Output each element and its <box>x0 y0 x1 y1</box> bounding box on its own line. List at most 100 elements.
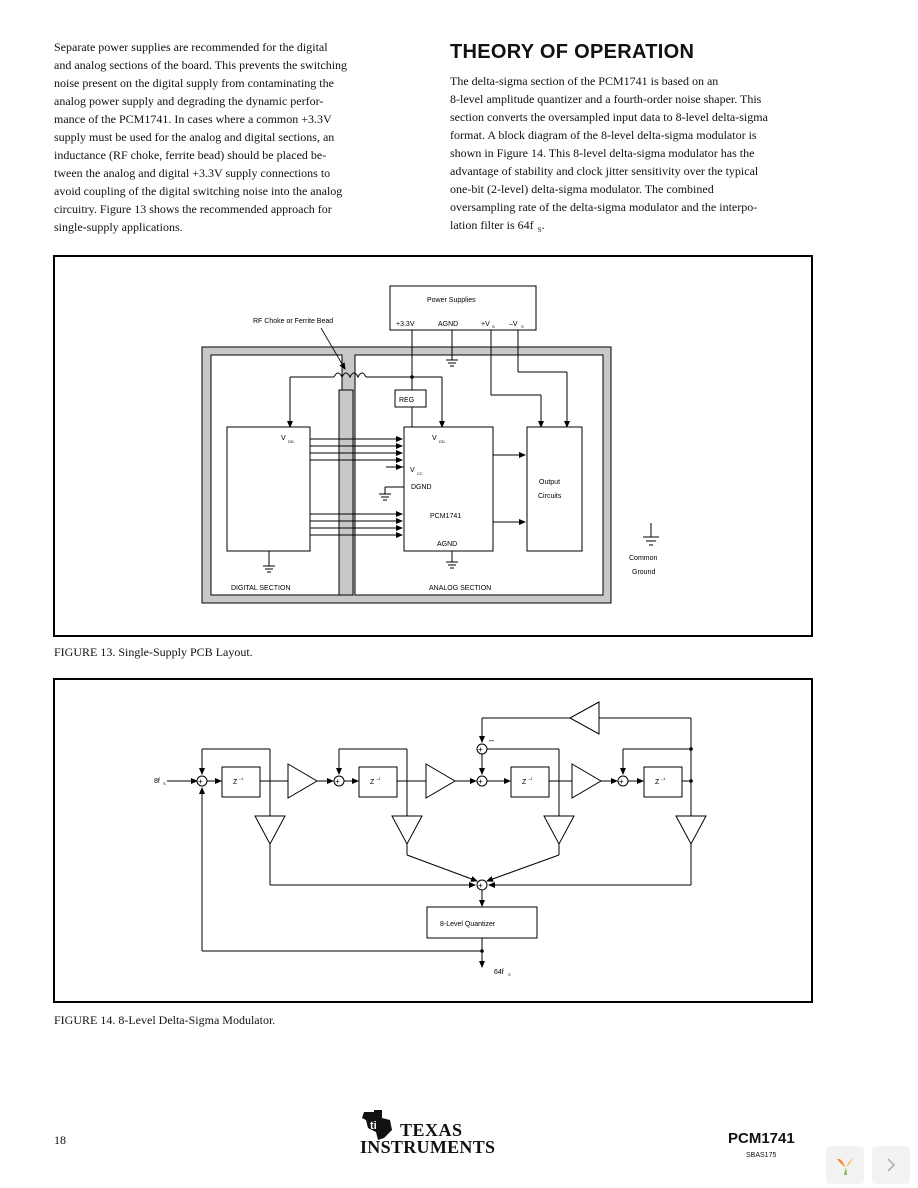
paragraph-line: section converts the oversampled input d… <box>450 110 768 124</box>
paragraph-line: noise present on the digital supply from… <box>54 76 334 90</box>
common-ground-2: Ground <box>632 569 655 576</box>
paragraph-line: analog power supply and degrading the dy… <box>54 94 324 108</box>
paragraph-line: circuitry. Figure 13 shows the recommend… <box>54 202 332 216</box>
pin-v-neg-sub: S <box>521 324 524 329</box>
digital-block <box>226 426 311 552</box>
figure-14-diagram: 8f S + Z–1 + Z–1 + Z–1 + – + Z–1 <box>154 701 707 977</box>
digital-vdd-sub: DD <box>288 439 294 444</box>
figure-14-frame: 8f S + Z–1 + Z–1 + Z–1 + – + Z–1 <box>53 678 813 1003</box>
output-gain-triangle <box>543 815 575 846</box>
pin-agnd: AGND <box>438 321 458 328</box>
svg-text:–1: –1 <box>528 776 533 781</box>
paragraph-line: avoid coupling of the digital switching … <box>54 184 343 198</box>
svg-text:+: + <box>619 777 624 786</box>
input-label: 8f <box>154 778 160 785</box>
logo-texas: TEXAS <box>400 1120 463 1140</box>
svg-text:Z: Z <box>655 779 660 786</box>
pin-33v: +3.3V <box>396 321 415 328</box>
pin-v-neg: –V <box>509 321 518 328</box>
left-column-text: Separate power supplies are recommended … <box>54 38 394 236</box>
viewer-logo-button[interactable] <box>826 1146 864 1184</box>
paragraph-line: oversampling rate of the delta-sigma mod… <box>450 200 758 214</box>
paragraph-line: The delta-sigma section of the PCM1741 i… <box>450 74 719 88</box>
svg-text:Z: Z <box>522 779 527 786</box>
paragraph-line: 8-level amplitude quantizer and a fourth… <box>450 92 762 106</box>
next-page-button[interactable] <box>872 1146 910 1184</box>
separator-bar <box>338 389 354 596</box>
delay-block <box>510 766 550 798</box>
reg-label: REG <box>399 397 414 404</box>
svg-text:+: + <box>478 777 483 786</box>
quantizer-label: 8-Level Quantizer <box>440 921 496 928</box>
svg-text:+: + <box>478 881 483 890</box>
reg-block <box>394 389 427 408</box>
svg-text:+: + <box>198 777 203 786</box>
gain-triangle <box>425 763 456 799</box>
gain-triangle <box>287 763 318 799</box>
svg-text:–1: –1 <box>661 776 666 781</box>
paragraph-line: format. A block diagram of the 8-level d… <box>450 128 757 142</box>
minus-sign: – <box>489 735 494 745</box>
pcm-name: PCM1741 <box>430 513 461 520</box>
paragraph-line: mance of the PCM1741. In cases where a c… <box>54 112 332 126</box>
pcm-vcc-sub: CC <box>417 471 423 476</box>
quantizer-block <box>426 906 538 939</box>
analog-section-label: ANALOG SECTION <box>429 585 491 592</box>
common-ground-1: Common <box>629 555 658 562</box>
figure-13-caption: FIGURE 13. Single-Supply PCB Layout. <box>54 645 253 659</box>
rf-choke-label: RF Choke or Ferrite Bead <box>253 318 333 325</box>
section-heading: THEORY OF OPERATION <box>450 41 695 63</box>
delay-block <box>221 766 261 798</box>
figure-13-diagram: Power Supplies +3.3V AGND +V S –V S RF C… <box>201 285 659 604</box>
delay-block <box>643 766 683 798</box>
output-gain-triangle <box>391 815 423 846</box>
figure-13-frame: Power Supplies +3.3V AGND +V S –V S RF C… <box>53 255 813 637</box>
paragraph-line: Separate power supplies are recommended … <box>54 40 328 54</box>
paragraph-line: single-supply applications. <box>54 220 183 234</box>
paragraph-line: supply must be used for the analog and d… <box>54 130 335 144</box>
digital-vdd: V <box>281 435 286 442</box>
ti-state-icon: ti <box>362 1110 392 1140</box>
doc-code: SBAS175 <box>746 1152 777 1159</box>
output-gain-triangle <box>675 815 707 846</box>
pcm-vdd-sub: DD <box>439 439 445 444</box>
pcm-vcc: V <box>410 467 415 474</box>
ti-logo: ti TEXAS INSTRUMENTS <box>360 1108 510 1160</box>
svg-text:Z: Z <box>233 779 238 786</box>
part-number: PCM1741 <box>728 1130 795 1147</box>
figure-14-caption: FIGURE 14. 8-Level Delta-Sigma Modulator… <box>54 1013 276 1027</box>
svg-text:+: + <box>335 777 340 786</box>
svg-text:–1: –1 <box>376 776 381 781</box>
paragraph-line: advantage of stability and clock jitter … <box>450 164 759 178</box>
svg-text:Z: Z <box>370 779 375 786</box>
output-label-2: Circuits <box>538 493 562 500</box>
period: . <box>541 218 545 232</box>
logo-instruments: INSTRUMENTS <box>360 1137 496 1157</box>
output-circuits-block <box>526 426 583 552</box>
pcm1741-block <box>403 426 494 552</box>
right-column-text: The delta-sigma section of the PCM1741 i… <box>450 72 820 239</box>
paragraph-line: and analog sections of the board. This p… <box>54 58 348 72</box>
paragraph-line: tween the analog and digital +3.3V suppl… <box>54 166 331 180</box>
pcm-dgnd: DGND <box>411 484 432 491</box>
power-supplies-box <box>389 285 537 331</box>
pin-v-pos: +V <box>481 321 490 328</box>
pcm-agnd: AGND <box>437 541 457 548</box>
power-supplies-label: Power Supplies <box>427 297 476 304</box>
output-label: 64f <box>494 969 504 976</box>
page-number: 18 <box>54 1133 66 1147</box>
feedback-triangle <box>568 701 600 735</box>
chevron-right-icon <box>887 1158 896 1172</box>
digital-section-label: DIGITAL SECTION <box>231 585 291 592</box>
paragraph-line: inductance (RF choke, ferrite bead) shou… <box>54 148 327 162</box>
output-sub: S <box>508 972 511 977</box>
paragraph-text: lation filter is 64f <box>450 218 534 232</box>
output-label-1: Output <box>539 479 560 486</box>
inductor-coil <box>333 372 367 379</box>
paragraph-line: one-bit (2-level) delta-sigma modulator.… <box>450 182 714 196</box>
svg-text:+: + <box>478 745 483 754</box>
output-gain-triangle <box>254 815 286 846</box>
paragraph-line: shown in Figure 14. This 8-level delta-s… <box>450 146 755 160</box>
delay-block <box>358 766 398 798</box>
subscript: S <box>537 226 542 234</box>
